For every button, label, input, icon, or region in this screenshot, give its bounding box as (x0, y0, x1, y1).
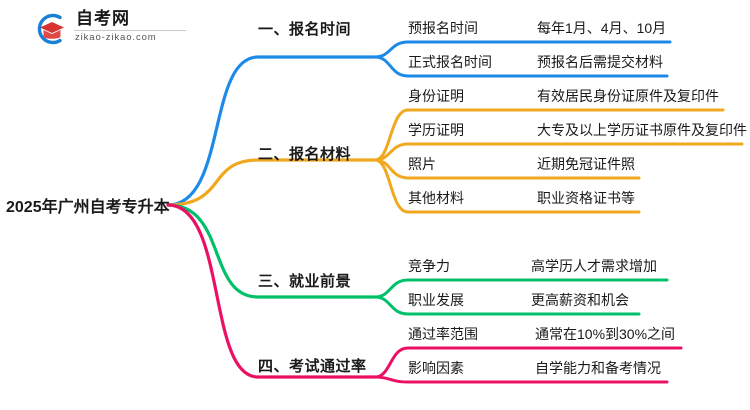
leaf-value: 通常在10%到30%之间 (535, 326, 676, 342)
leaf-key: 学历证明 (408, 122, 464, 138)
mindmap-root-label: 2025年广州自考专升本 (6, 199, 170, 216)
connector-line (166, 203, 377, 379)
connector-line (166, 158, 377, 207)
branch-label-4[interactable]: 四、考试通过率 (258, 358, 367, 375)
leaf-key: 竞争力 (408, 258, 450, 274)
leaf-key: 影响因素 (408, 360, 464, 376)
leaf-value: 每年1月、4月、10月 (537, 20, 667, 36)
leaf-value: 自学能力和备考情况 (535, 360, 661, 376)
leaf-key: 其他材料 (408, 190, 464, 206)
logo-url: zikao-zikao.com (75, 32, 157, 43)
leaf-value: 高学历人才需求增加 (531, 258, 657, 274)
logo-name: 自考网 (76, 9, 130, 28)
leaf-value: 有效居民身份证原件及复印件 (537, 88, 719, 104)
branch-label-2[interactable]: 二、报名材料 (258, 146, 352, 163)
leaf-key: 职业发展 (408, 292, 464, 308)
leaf-value: 职业资格证书等 (537, 190, 635, 206)
logo-text: 自考网 zikao-zikao.com (74, 9, 189, 44)
leaf-key: 身份证明 (408, 88, 464, 104)
branch-label-1[interactable]: 一、报名时间 (258, 21, 352, 38)
zikao-logo-icon (37, 13, 64, 45)
connector-line (166, 55, 377, 207)
site-logo: 自考网 zikao-zikao.com (30, 8, 190, 50)
leaf-value: 更高薪资和机会 (531, 292, 629, 308)
leaf-key: 预报名时间 (408, 20, 478, 36)
branch-label-3[interactable]: 三、就业前景 (258, 273, 352, 290)
leaf-value: 预报名后需提交材料 (537, 54, 663, 70)
leaf-value: 大专及以上学历证书原件及复印件 (537, 122, 747, 138)
logo-divider (74, 30, 186, 31)
leaf-key: 正式报名时间 (408, 54, 492, 70)
leaf-value: 近期免冠证件照 (537, 156, 635, 172)
leaf-key: 照片 (408, 156, 436, 172)
leaf-key: 通过率范围 (408, 326, 478, 342)
